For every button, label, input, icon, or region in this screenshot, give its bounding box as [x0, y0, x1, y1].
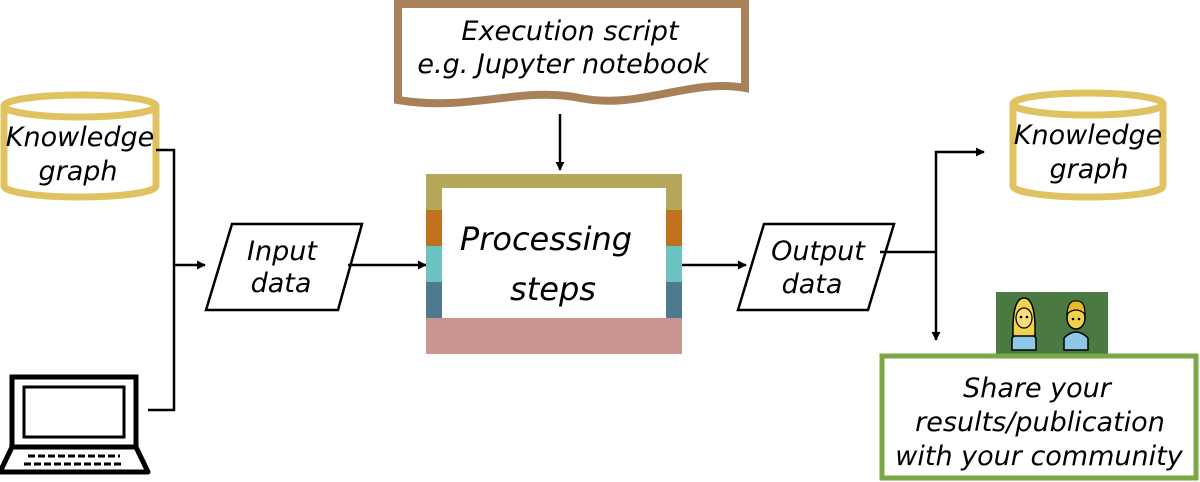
processing-band-slate-left [426, 282, 442, 318]
knowledge-graph-input-cylinder-top [0, 91, 160, 121]
execution-script-line1: Execution script [461, 16, 680, 47]
input-connectors [148, 148, 206, 412]
execution-script-shape [394, 0, 749, 108]
knowledge-graph-output-cylinder [1009, 104, 1167, 201]
processing-band-bottom [426, 318, 682, 354]
community-panel [996, 292, 1108, 356]
output-connectors [880, 147, 985, 341]
processing-band-teal-left [426, 246, 442, 282]
share-box [879, 353, 1199, 481]
output-data-node: Output data [736, 222, 896, 312]
knowledge-graph-output-line2: graph [1049, 154, 1128, 185]
input-data-line2: data [251, 268, 312, 299]
execution-script-line2: e.g. Jupyter notebook [417, 49, 710, 80]
knowledge-graph-input-line1: Knowledge [6, 122, 154, 153]
output-data-line1: Output [771, 236, 866, 267]
input-data-node: Input data [204, 222, 364, 312]
woman-icon [1011, 297, 1037, 351]
knowledge-graph-output-line1: Knowledge [1014, 120, 1162, 151]
processing-steps-node: Processing steps [426, 174, 682, 354]
knowledge-graph-output-node: Knowledge graph [1009, 89, 1167, 201]
share-line1: Share your [963, 373, 1113, 404]
output-data-shape [736, 222, 896, 312]
input-data-shape [204, 222, 364, 312]
processing-line2: steps [510, 270, 596, 308]
input-data-line1: Input [247, 236, 318, 267]
processing-band-slate-right [666, 282, 682, 318]
processing-inner [442, 188, 666, 318]
knowledge-graph-input-cylinder [0, 106, 160, 201]
output-data-line2: data [782, 269, 843, 300]
processing-line1: Processing [460, 220, 632, 258]
share-node: Share your results/publication with your… [879, 353, 1199, 481]
processing-band-orange-left [426, 210, 442, 246]
execution-script-node: Execution script e.g. Jupyter notebook [394, 0, 749, 108]
laptop-icon [0, 374, 151, 475]
knowledge-graph-output-cylinder-top [1009, 89, 1167, 119]
processing-band-orange-right [666, 210, 682, 246]
share-line3: with your community [895, 441, 1183, 472]
knowledge-graph-input-line2: graph [38, 156, 117, 187]
share-line2: results/publication [915, 407, 1165, 438]
knowledge-graph-input-node: Knowledge graph [0, 91, 160, 201]
processing-band-teal-right [666, 246, 682, 282]
man-icon [1063, 300, 1089, 351]
